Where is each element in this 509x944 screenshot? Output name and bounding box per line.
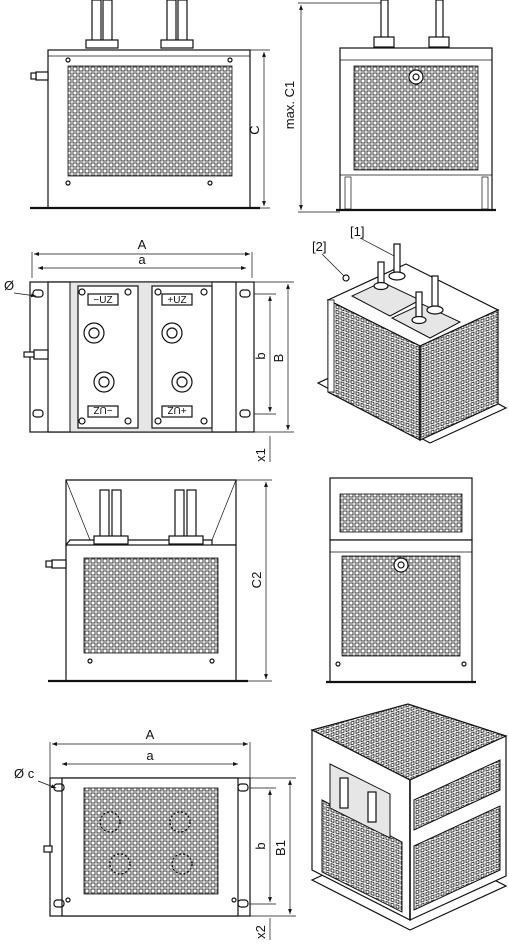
terminal-posts-left <box>85 0 194 49</box>
terminal-label-top-right: +UZ <box>167 295 186 306</box>
terminal-bolts <box>83 322 193 393</box>
dim-c1-label: max. C1 <box>282 81 297 129</box>
dim-a-inner-label: a <box>138 252 146 267</box>
dim-a2-outer-label: A <box>146 727 155 742</box>
terminal-label-bottom-right: +UZ <box>167 404 186 415</box>
dim-a2-inner-label: a <box>146 748 154 763</box>
terminal-label-bottom-left: −UZ <box>93 404 112 415</box>
dim-c2-label: C2 <box>249 572 264 589</box>
dim-a-outer-label: A <box>138 237 147 252</box>
earth-terminal <box>408 69 424 85</box>
dim-b-outer-label: B <box>271 354 286 363</box>
front-view-2 <box>326 477 476 684</box>
iso-view-2 <box>310 703 508 931</box>
vent-mesh <box>67 65 233 177</box>
callout-2-label: [2] <box>312 239 326 254</box>
dim-hole2-label: Ø c <box>14 766 35 781</box>
front-view-1: max. C1 <box>282 0 496 213</box>
dim-b-inner-label: b <box>253 352 268 359</box>
side-view-1: C <box>30 0 270 210</box>
dim-b2-inner-label: b <box>253 842 268 849</box>
hood <box>65 479 237 547</box>
callout-1-label: [1] <box>350 224 364 239</box>
dim-x2-label: x2 <box>253 925 268 939</box>
dim-c-label: C <box>247 125 262 134</box>
dim-hole-label: Ø <box>4 278 14 293</box>
plan-view-1: A a −UZ +UZ −UZ +UZ <box>4 237 294 462</box>
plan-view-2: A a Ø c b B1 x2 <box>14 727 296 940</box>
dim-x1-label: x1 <box>253 448 268 462</box>
dim-b1-label: B1 <box>273 840 288 856</box>
terminal-label-top-left: −UZ <box>93 295 112 306</box>
side-connector <box>35 71 49 81</box>
side-view-2: C2 <box>45 479 272 683</box>
iso-view-1: [1] [2] <box>312 224 508 444</box>
